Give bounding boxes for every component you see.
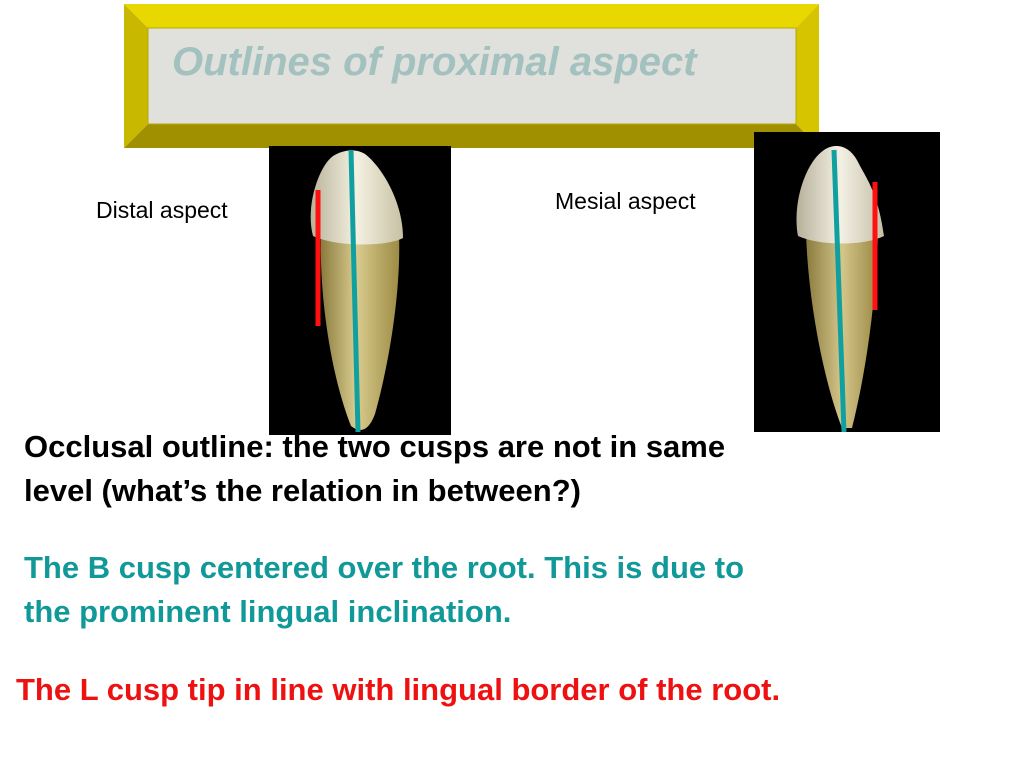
b-cusp-line-2: the prominent lingual inclination. — [24, 594, 512, 629]
mesial-teal-line — [831, 149, 847, 432]
l-cusp-paragraph: The L cusp tip in line with lingual bord… — [16, 672, 781, 707]
occlusal-outline-line-2: level (what’s the relation in between?) — [24, 473, 581, 508]
occlusal-outline-line-1: Occlusal outline: the two cusps are not … — [24, 429, 726, 464]
distal-teal-line — [348, 149, 361, 433]
slide-title: Outlines of proximal aspect — [172, 40, 697, 84]
distal-aspect-caption: Distal aspect — [96, 197, 228, 223]
mesial-tooth-image — [754, 132, 940, 432]
b-cusp-paragraph: The B cusp centered over the root. This … — [24, 546, 744, 634]
mesial-aspect-caption: Mesial aspect — [555, 188, 696, 214]
title-frame — [124, 4, 819, 148]
distal-tooth-image — [269, 146, 451, 435]
occlusal-outline-paragraph: Occlusal outline: the two cusps are not … — [24, 425, 725, 513]
b-cusp-line-1: The B cusp centered over the root. This … — [24, 550, 745, 585]
title-frame-border — [124, 4, 819, 148]
